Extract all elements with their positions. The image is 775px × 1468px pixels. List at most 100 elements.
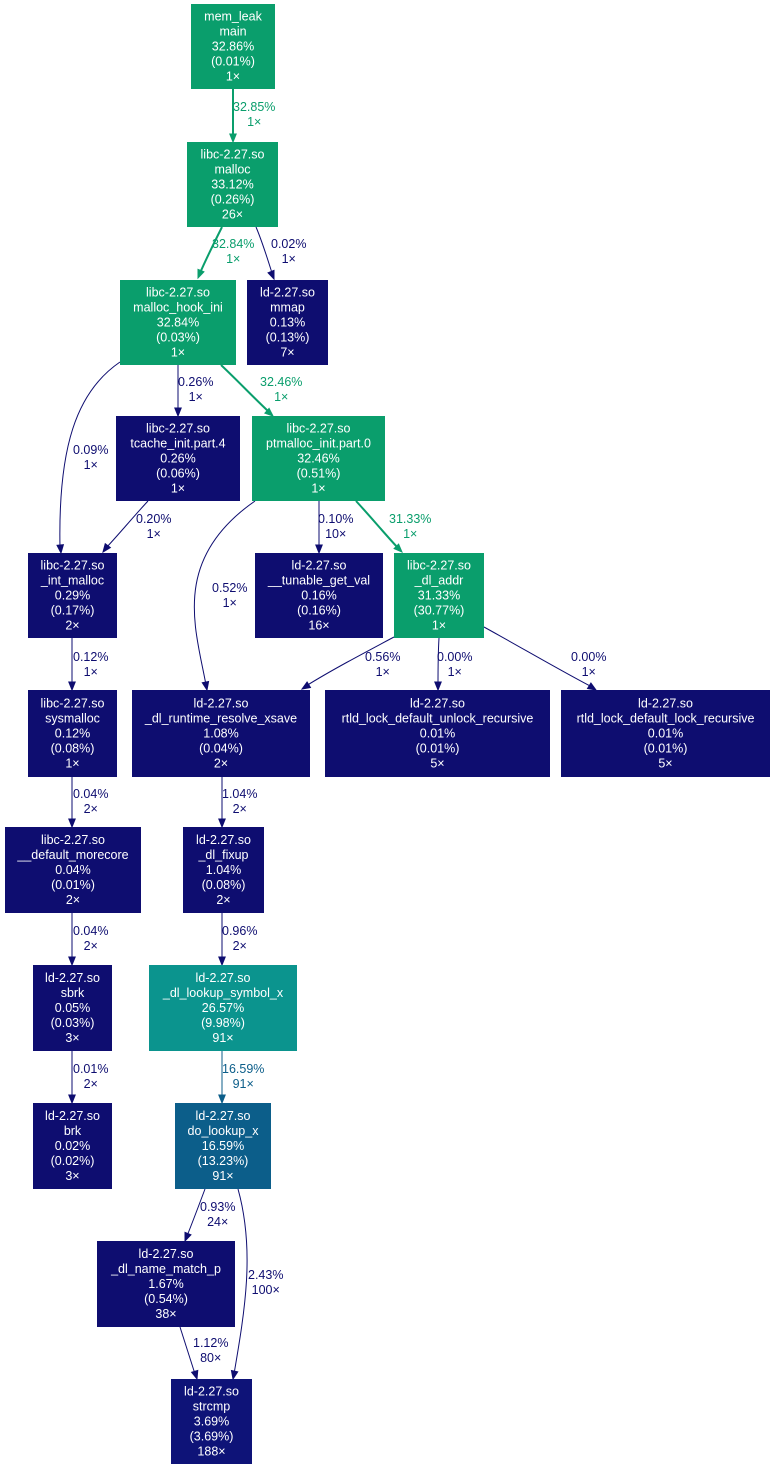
node-module-label: libc-2.27.so	[41, 559, 105, 573]
edge-sbrk-brk: 0.01%2×	[68, 1051, 108, 1105]
node-box[interactable]	[561, 690, 770, 777]
node-function-label: rtld_lock_default_lock_recursive	[577, 712, 755, 726]
edge-dladdr-resolve: 0.56%1×	[300, 636, 400, 690]
node-tcache-init[interactable]: libc-2.27.sotcache_init.part.40.26%(0.06…	[116, 416, 240, 501]
edge-arrowhead	[229, 133, 237, 144]
node-box[interactable]	[394, 553, 484, 638]
node-call-count: 1×	[171, 346, 185, 360]
edge-percent-label: 1.12%	[193, 1336, 228, 1350]
node-self-percent: (0.08%)	[202, 878, 246, 892]
edge-percent-label: 0.12%	[73, 650, 108, 664]
edge-line	[255, 226, 273, 274]
edge-percent-label: 16.59%	[222, 1062, 264, 1076]
node-call-count: 2×	[216, 893, 230, 907]
node-module-label: ld-2.27.so	[638, 697, 693, 711]
node-default-morecore[interactable]: libc-2.27.so__default_morecore0.04%(0.01…	[5, 827, 141, 913]
node-total-percent: 1.67%	[148, 1277, 183, 1291]
edge-arrowhead	[264, 407, 275, 417]
node-module-label: ld-2.27.so	[292, 559, 347, 573]
edge-intmalloc-sysmalloc: 0.12%1×	[68, 638, 108, 692]
node-box[interactable]	[175, 1103, 271, 1189]
node-box[interactable]	[33, 965, 112, 1051]
edge-calls-label: 1×	[274, 390, 288, 404]
node-module-label: ld-2.27.so	[194, 697, 249, 711]
node-call-count: 1×	[171, 482, 185, 496]
node-self-percent: (0.13%)	[266, 331, 310, 345]
node-box[interactable]	[120, 280, 236, 365]
node-module-label: libc-2.27.so	[407, 559, 471, 573]
node-total-percent: 31.33%	[418, 589, 460, 603]
node-call-count: 5×	[430, 757, 444, 771]
node-box[interactable]	[5, 827, 141, 913]
edge-arrowhead	[218, 956, 226, 967]
node-total-percent: 32.46%	[297, 452, 339, 466]
node-box[interactable]	[325, 690, 550, 777]
edge-calls-label: 91×	[233, 1077, 254, 1091]
edge-percent-label: 0.93%	[200, 1200, 235, 1214]
node-box[interactable]	[28, 553, 117, 638]
edge-fixup-lookup: 0.96%2×	[218, 913, 257, 967]
edge-calls-label: 1×	[247, 115, 261, 129]
node-ptmalloc-init[interactable]: libc-2.27.soptmalloc_init.part.032.46%(0…	[252, 416, 385, 501]
node-call-count: 1×	[65, 757, 79, 771]
edge-percent-label: 1.04%	[222, 787, 257, 801]
edge-namematch-strcmp: 1.12%80×	[179, 1326, 228, 1381]
edge-line	[59, 361, 121, 549]
node-call-count: 16×	[308, 619, 329, 633]
node-total-percent: 0.01%	[648, 727, 683, 741]
node-function-label: sbrk	[61, 986, 85, 1000]
edge-calls-label: 2×	[233, 802, 247, 816]
node-box[interactable]	[97, 1241, 235, 1327]
node-box[interactable]	[171, 1379, 252, 1464]
edge-percent-label: 0.96%	[222, 924, 257, 938]
edge-line	[220, 364, 270, 413]
node-total-percent: 0.02%	[55, 1139, 90, 1153]
edge-percent-label: 0.00%	[571, 650, 606, 664]
node-box[interactable]	[191, 4, 275, 89]
edge-percent-label: 32.46%	[260, 375, 302, 389]
node-dl-name-match[interactable]: ld-2.27.so_dl_name_match_p1.67%(0.54%)38…	[97, 1241, 235, 1327]
node-function-label: mmap	[270, 301, 305, 315]
node-self-percent: (0.01%)	[51, 878, 95, 892]
node-self-percent: (0.51%)	[297, 467, 341, 481]
node-box[interactable]	[116, 416, 240, 501]
node-box[interactable]	[149, 965, 297, 1051]
edge-percent-label: 2.43%	[248, 1268, 283, 1282]
node-box[interactable]	[187, 142, 278, 227]
node-box[interactable]	[255, 553, 383, 638]
node-dl-lookup-symbol[interactable]: ld-2.27.so_dl_lookup_symbol_x26.57%(9.98…	[149, 965, 297, 1051]
edge-dolookup-strcmp: 2.43%100×	[230, 1188, 283, 1381]
node-call-count: 1×	[226, 70, 240, 84]
edge-arrowhead	[201, 680, 210, 692]
node-box[interactable]	[252, 416, 385, 501]
node-rtld-unlock[interactable]: ld-2.27.sortld_lock_default_unlock_recur…	[325, 690, 550, 777]
node-box[interactable]	[183, 827, 264, 913]
node-dl-runtime-resolve[interactable]: ld-2.27.so_dl_runtime_resolve_xsave1.08%…	[132, 690, 310, 777]
node-box[interactable]	[33, 1103, 112, 1189]
node-box[interactable]	[247, 280, 328, 365]
edge-calls-label: 1×	[282, 252, 296, 266]
node-self-percent: (0.01%)	[644, 742, 688, 756]
edge-line	[483, 626, 593, 688]
node-function-label: _dl_fixup	[197, 848, 248, 862]
node-tunable-get-val[interactable]: ld-2.27.so__tunable_get_val0.16%(0.16%)1…	[255, 553, 383, 638]
node-rtld-lock[interactable]: ld-2.27.sortld_lock_default_lock_recursi…	[561, 690, 770, 777]
node-box[interactable]	[132, 690, 310, 777]
node-module-label: ld-2.27.so	[45, 1109, 100, 1123]
node-box[interactable]	[28, 690, 117, 777]
node-malloc-hook-ini[interactable]: libc-2.27.somalloc_hook_ini32.84%(0.03%)…	[120, 280, 236, 365]
edge-percent-label: 0.10%	[318, 512, 353, 526]
node-self-percent: (30.77%)	[414, 604, 465, 618]
node-total-percent: 0.29%	[55, 589, 90, 603]
